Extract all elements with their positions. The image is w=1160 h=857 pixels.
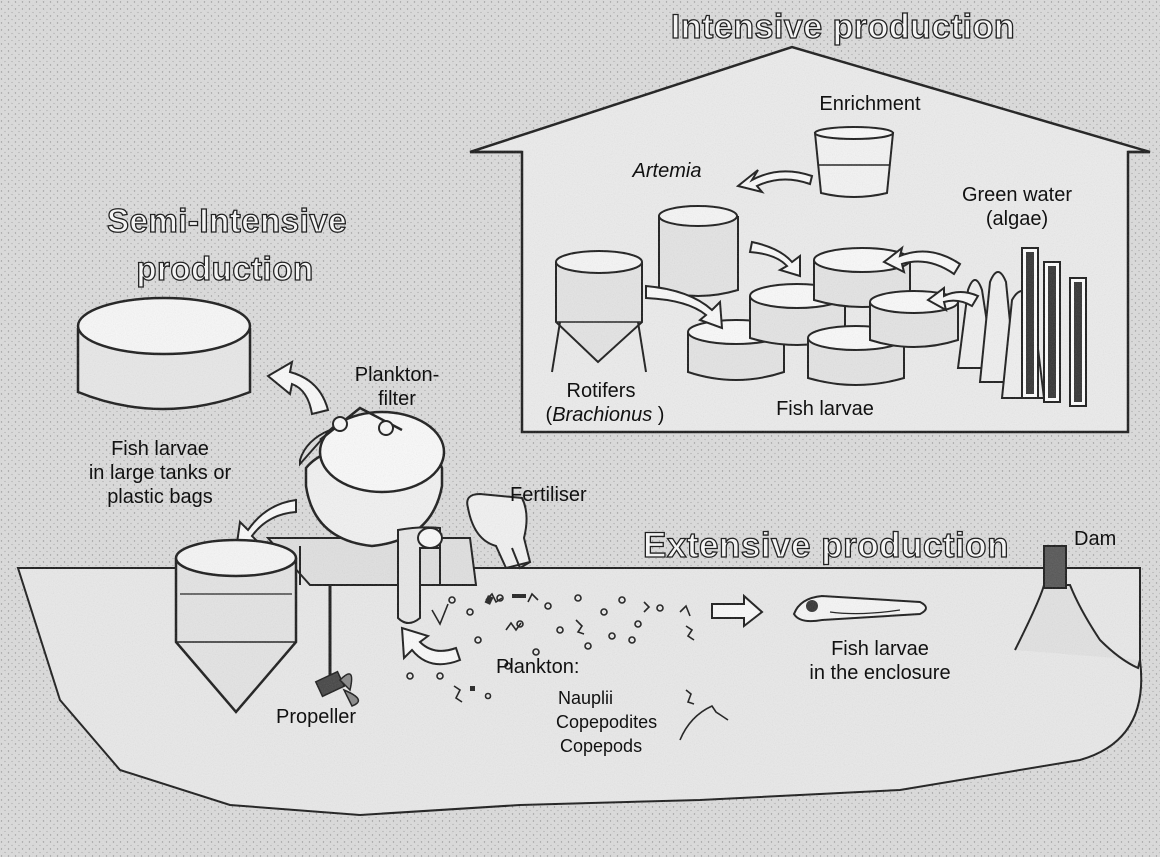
label-enrichment: Enrichment [800,93,940,116]
heading-semi-intensive-line2: production [110,250,340,287]
label-plankton-filter-line1: Plankton- [342,364,452,387]
label-rotifers-line1: Rotifers [536,380,666,403]
label-green-water-line2: (algae) [944,208,1090,231]
label-copepodites: Copepodites [556,712,657,733]
label-propeller: Propeller [276,706,356,729]
label-enclosure-line1: Fish larvae [770,638,990,661]
label-green-water-line1: Green water [944,184,1090,207]
label-copepods: Copepods [560,736,642,757]
label-nauplii: Nauplii [558,688,613,709]
label-plankton-filter-line2: filter [342,388,452,411]
label-tanks-line3: plastic bags [60,486,260,509]
label-plankton: Plankton: [496,656,579,679]
heading-semi-intensive-line1: Semi-Intensive [82,202,372,239]
heading-extensive: Extensive production [626,526,1026,566]
label-enclosure-line2: in the enclosure [770,662,990,685]
label-fertiliser: Fertiliser [510,484,587,507]
label-tanks-line1: Fish larvae [60,438,260,461]
label-fish-larvae-intensive: Fish larvae [752,398,898,421]
label-rotifers-line2: (Brachionus ) [530,404,680,427]
label-artemia: Artemia [612,160,722,183]
label-rotifers-close: ) [652,404,664,426]
label-rotifers-species: Brachionus [552,404,652,426]
label-tanks-line2: in large tanks or [40,462,280,485]
heading-intensive: Intensive production [648,8,1038,46]
label-dam: Dam [1074,528,1116,551]
